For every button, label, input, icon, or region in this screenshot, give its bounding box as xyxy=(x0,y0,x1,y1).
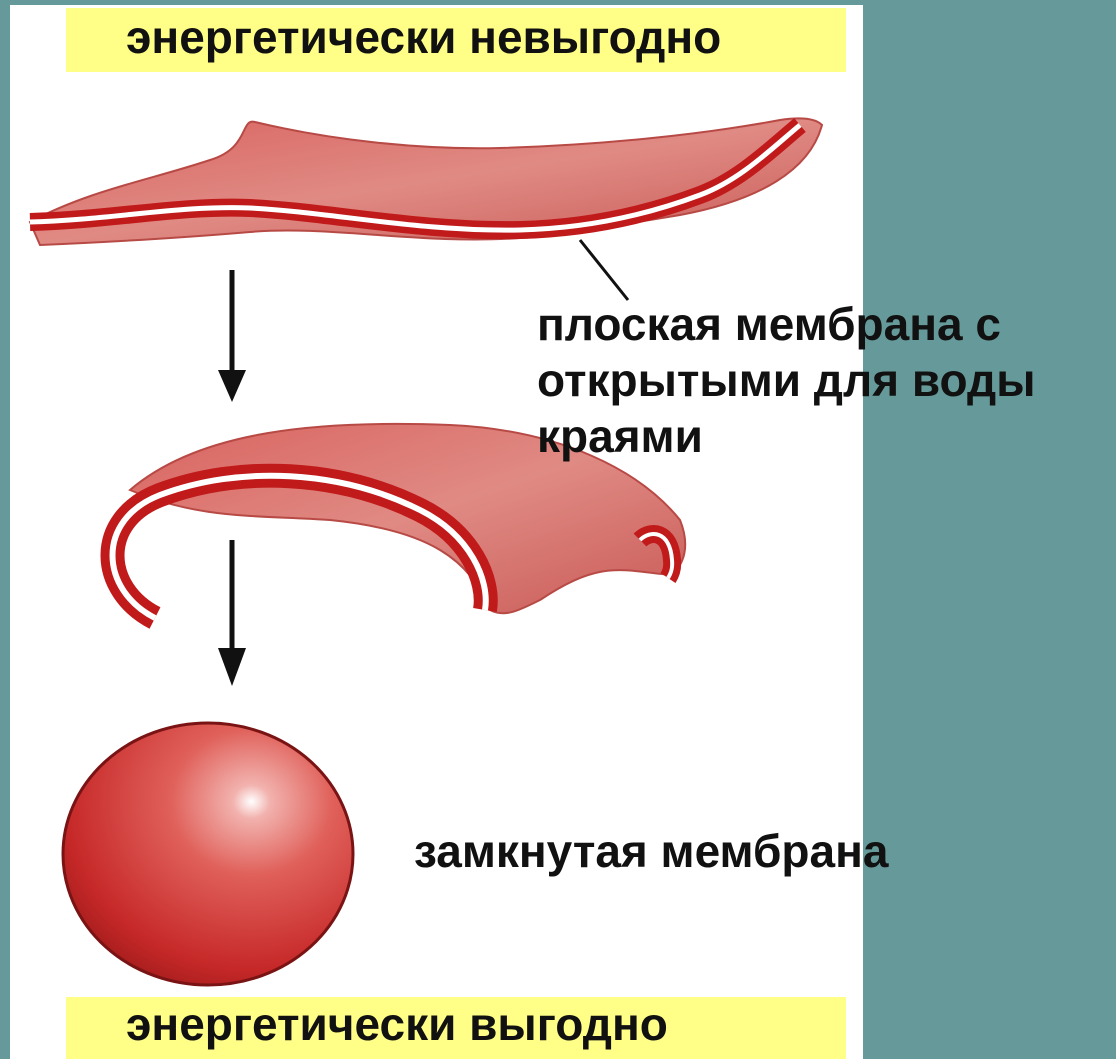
bottom-banner-text: энергетически выгодно xyxy=(126,1001,668,1047)
pointer-line xyxy=(580,240,628,300)
closed-vesicle xyxy=(63,723,353,985)
closed-membrane-label: замкнутая мембрана xyxy=(414,823,888,879)
open-membrane-label-line: краями xyxy=(537,408,1035,464)
open-membrane-label: плоская мембрана с открытыми для воды кр… xyxy=(537,296,1035,464)
flat-membrane xyxy=(30,118,822,300)
open-membrane-label-line: открытыми для воды xyxy=(537,352,1035,408)
open-membrane-label-line: плоская мембрана с xyxy=(537,296,1035,352)
bottom-banner: энергетически выгодно xyxy=(66,997,846,1059)
